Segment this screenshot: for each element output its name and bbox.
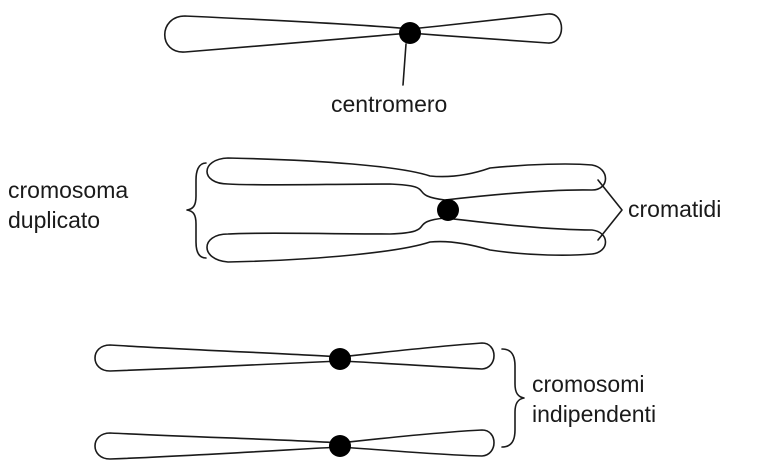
chromatids-label: cromatidi xyxy=(628,196,721,222)
duplicated-chromosome-label-line2: duplicato xyxy=(8,207,100,233)
independent-centromere-dot-upper xyxy=(329,348,351,370)
duplicated-chromosome-brace xyxy=(187,163,206,258)
independent-chromosome-lower-outline xyxy=(95,430,494,459)
single-chromosome-outline xyxy=(165,14,562,52)
independent-chromosomes-brace xyxy=(502,349,524,447)
duplicated-chromosome xyxy=(207,158,606,262)
single-chromosome xyxy=(165,14,562,52)
independent-chromosome-lower xyxy=(95,430,494,459)
independent-chromosomes-label-line1: cromosomi xyxy=(532,371,644,397)
duplicated-centromere-dot xyxy=(437,199,459,221)
centromere-dot xyxy=(399,22,421,44)
duplicated-chromosome-label-line1: cromosoma xyxy=(8,177,128,203)
independent-chromosomes-label-line2: indipendenti xyxy=(532,401,656,427)
upper-chromatid-outline xyxy=(207,158,606,200)
independent-centromere-dot-lower xyxy=(329,435,351,457)
centromere-label: centromero xyxy=(331,91,447,117)
centromere-pointer-line xyxy=(403,44,406,85)
chromatids-pointer xyxy=(598,180,622,240)
lower-chromatid-outline xyxy=(207,218,606,262)
independent-chromosome-upper xyxy=(95,343,494,371)
independent-chromosome-upper-outline xyxy=(95,343,494,371)
